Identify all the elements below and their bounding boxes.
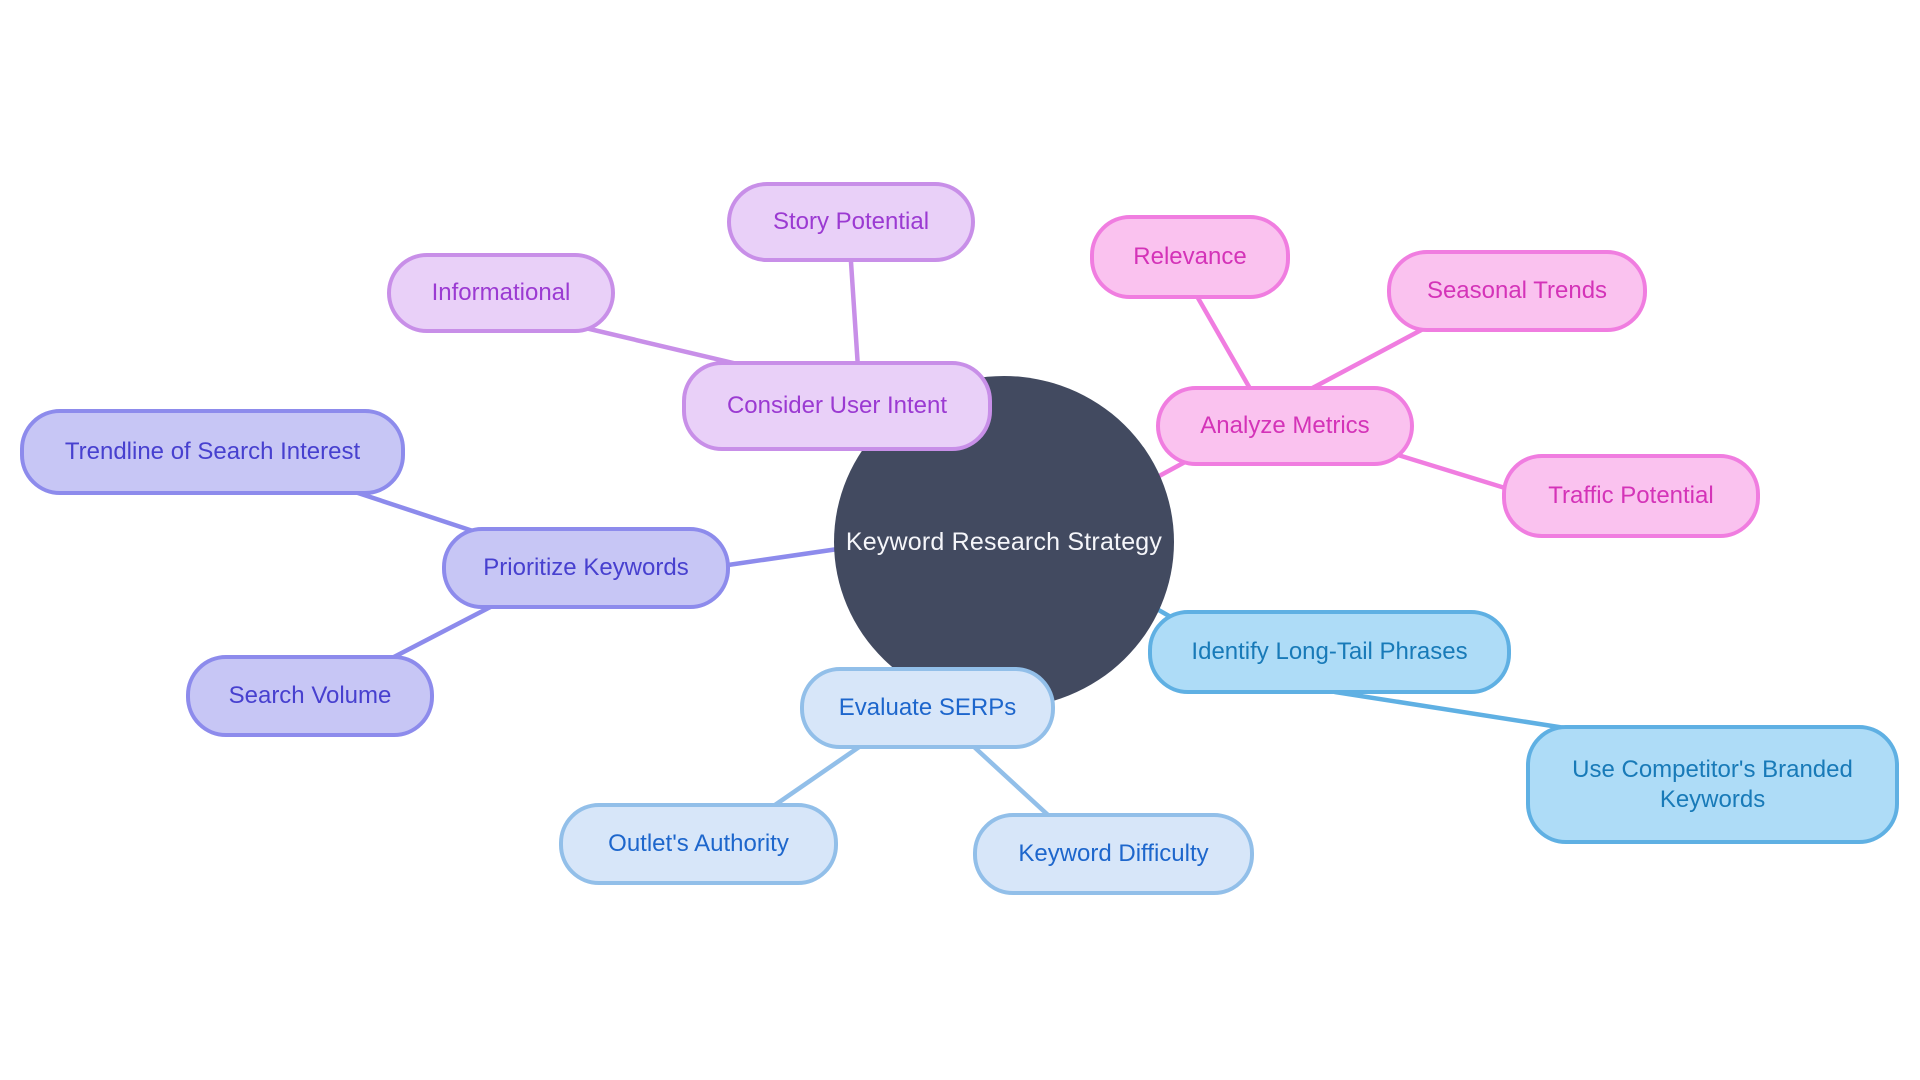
edge-relevance	[1195, 295, 1255, 395]
node-use-competitors-branded-keywords[interactable]: Use Competitor's Branded Keywords	[1526, 725, 1899, 844]
node-consider-user-intent[interactable]: Consider User Intent	[682, 361, 992, 451]
node-outlets-authority[interactable]: Outlet's Authority	[559, 803, 838, 885]
node-label: Seasonal Trends	[1426, 277, 1608, 304]
node-label: Informational	[431, 279, 571, 306]
node-label: Search Volume	[228, 682, 392, 709]
node-keyword-difficulty[interactable]: Keyword Difficulty	[973, 813, 1254, 895]
node-label: Consider User Intent	[726, 392, 948, 419]
node-label: Traffic Potential	[1548, 482, 1714, 509]
node-label: Story Potential	[772, 208, 930, 235]
central-topic-label: Keyword Research Strategy	[845, 527, 1163, 556]
node-label: Relevance	[1133, 243, 1247, 270]
node-trendline-of-search-interest[interactable]: Trendline of Search Interest	[20, 409, 405, 495]
node-identify-long-tail-phrases[interactable]: Identify Long-Tail Phrases	[1148, 610, 1511, 694]
node-label: Trendline of Search Interest	[64, 438, 361, 465]
node-label: Keyword Difficulty	[1018, 840, 1209, 867]
node-label: Evaluate SERPs	[838, 694, 1017, 721]
node-label: Outlet's Authority	[608, 830, 789, 857]
edge-seasonal-trends	[1302, 325, 1428, 395]
node-story-potential[interactable]: Story Potential	[727, 182, 975, 262]
edge-search-volume	[389, 599, 503, 661]
node-relevance[interactable]: Relevance	[1090, 215, 1290, 299]
node-informational[interactable]: Informational	[387, 253, 615, 333]
edge-outlets-authority	[772, 742, 865, 808]
node-label: Prioritize Keywords	[483, 554, 689, 581]
edge-traffic-potential	[1395, 452, 1508, 491]
node-label: Use Competitor's Branded Keywords	[1572, 755, 1853, 813]
node-label: Identify Long-Tail Phrases	[1191, 638, 1468, 665]
edge-story-potential	[848, 259, 861, 371]
node-prioritize-keywords[interactable]: Prioritize Keywords	[442, 527, 730, 609]
node-seasonal-trends[interactable]: Seasonal Trends	[1387, 250, 1647, 332]
edge-keyword-difficulty	[969, 742, 1051, 818]
edge-trendline	[352, 489, 488, 538]
edge-use-competitors	[1332, 689, 1568, 731]
node-search-volume[interactable]: Search Volume	[186, 655, 434, 737]
node-evaluate-serps[interactable]: Evaluate SERPs	[800, 667, 1055, 749]
node-analyze-metrics[interactable]: Analyze Metrics	[1156, 386, 1414, 466]
node-traffic-potential[interactable]: Traffic Potential	[1502, 454, 1760, 538]
node-label: Analyze Metrics	[1200, 412, 1370, 439]
